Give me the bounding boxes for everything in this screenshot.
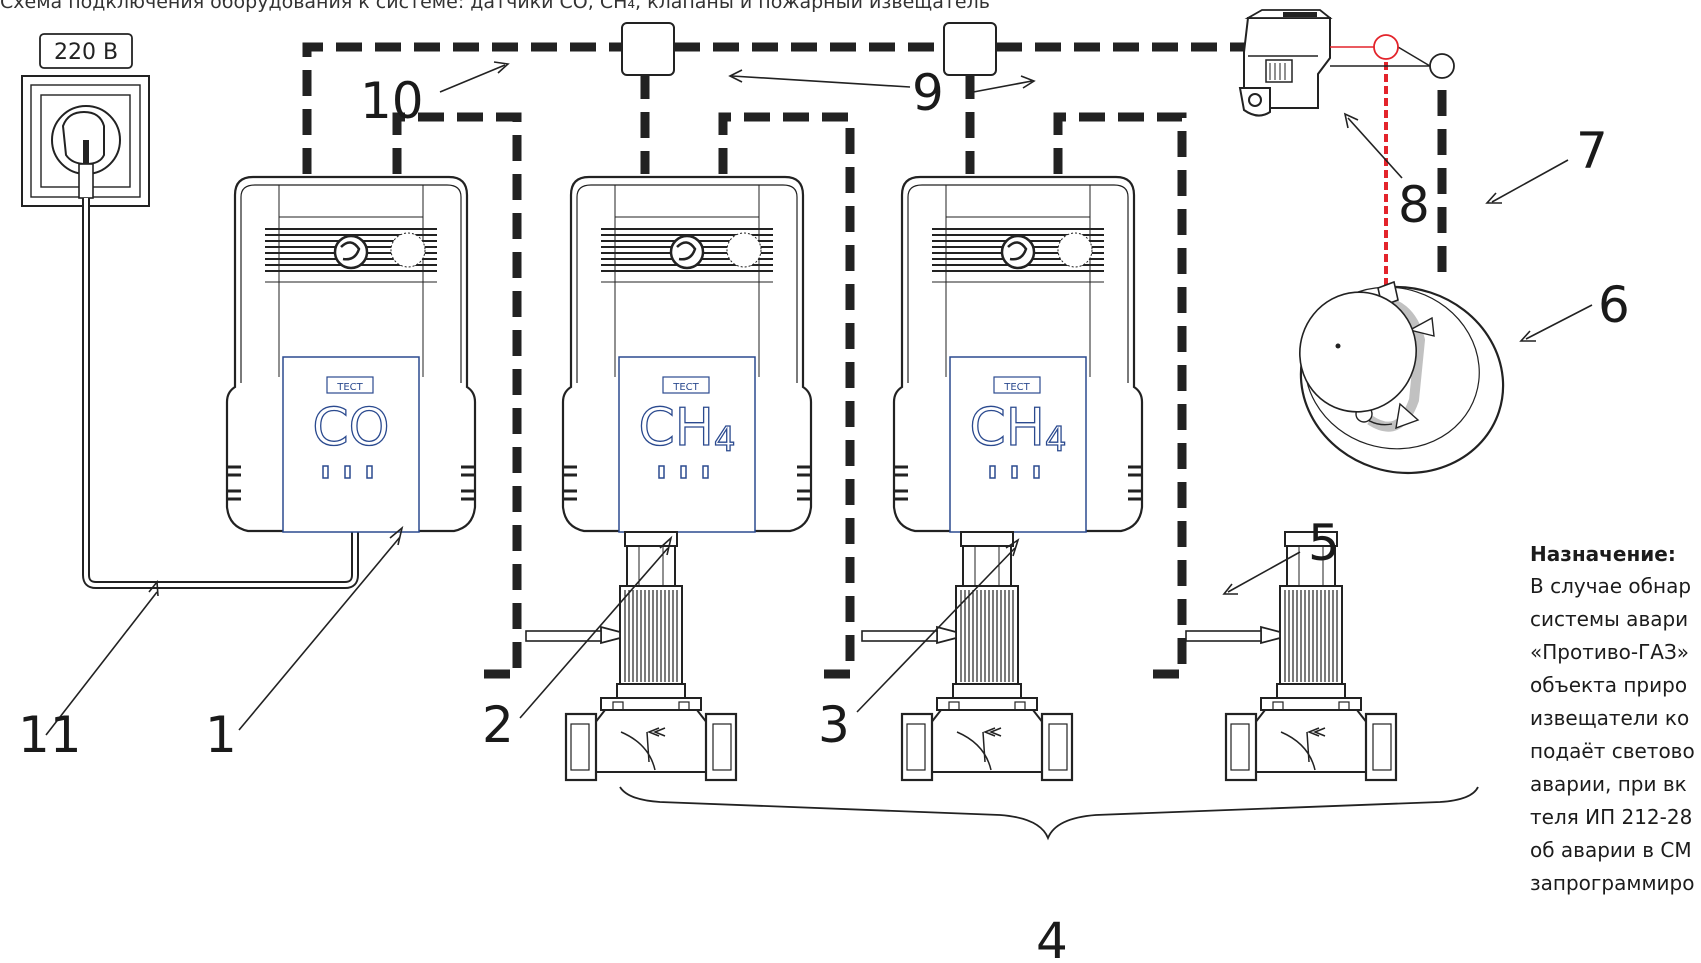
gas-valve-1 xyxy=(524,530,738,782)
voltage-label: 220 В xyxy=(39,33,133,69)
callout-7: 7 xyxy=(1576,122,1608,180)
junction-box-1 xyxy=(621,22,675,76)
purpose-line: извещатели ко xyxy=(1530,706,1690,730)
valves-brace xyxy=(619,786,1479,841)
purpose-line: системы авари xyxy=(1530,607,1689,631)
purpose-line: аварии, при вк xyxy=(1530,772,1687,796)
callout-1: 1 xyxy=(205,706,237,764)
purpose-description: Назначение: В случае обнар системы авари… xyxy=(1530,538,1701,900)
gas-detector-ch4-1: ТЕСТ CH4 xyxy=(561,175,813,537)
relay-module xyxy=(1238,9,1333,117)
gas-label-ch4: CH4 xyxy=(638,398,735,460)
purpose-line: об аварии в СМ xyxy=(1530,838,1692,862)
callout-8: 8 xyxy=(1398,176,1430,234)
gas-valve-3 xyxy=(1184,530,1398,782)
callout-11: 11 xyxy=(18,706,82,764)
relay-connectors xyxy=(1330,34,1455,79)
junction-box-2 xyxy=(943,22,997,76)
fire-detector xyxy=(1299,280,1505,475)
test-label: ТЕСТ xyxy=(1003,382,1030,393)
purpose-line: запрограммиро xyxy=(1530,871,1695,895)
callout-9: 9 xyxy=(912,64,944,122)
gas-detector-ch4-2: ТЕСТ CH4 xyxy=(892,175,1144,537)
gas-label-co: CO xyxy=(312,398,389,458)
purpose-heading: Назначение: xyxy=(1530,542,1676,566)
gas-label-ch4: CH4 xyxy=(969,398,1066,460)
test-label: ТЕСТ xyxy=(672,382,699,393)
purpose-line: теля ИП 212-28 xyxy=(1530,805,1693,829)
callout-5: 5 xyxy=(1308,514,1340,572)
callout-6: 6 xyxy=(1598,276,1630,334)
leader-lines xyxy=(45,61,1593,736)
callout-2: 2 xyxy=(482,696,514,754)
purpose-line: объекта приро xyxy=(1530,673,1688,697)
purpose-line: «Противо-ГАЗ» xyxy=(1530,640,1690,664)
callout-4: 4 xyxy=(1036,912,1068,963)
callout-3: 3 xyxy=(818,696,850,754)
callout-10: 10 xyxy=(360,72,424,130)
gas-detector-co: ТЕСТ CO xyxy=(225,175,477,537)
voltage-text: 220 В xyxy=(54,40,118,65)
top-caption: Схема подключения оборудования к системе… xyxy=(0,0,990,13)
purpose-line: В случае обнар xyxy=(1530,574,1692,598)
signal-cables xyxy=(302,42,1447,679)
test-label: ТЕСТ xyxy=(336,382,363,393)
power-socket xyxy=(21,75,150,207)
gas-valve-2 xyxy=(860,530,1074,782)
purpose-line: подаёт светово xyxy=(1530,739,1695,763)
